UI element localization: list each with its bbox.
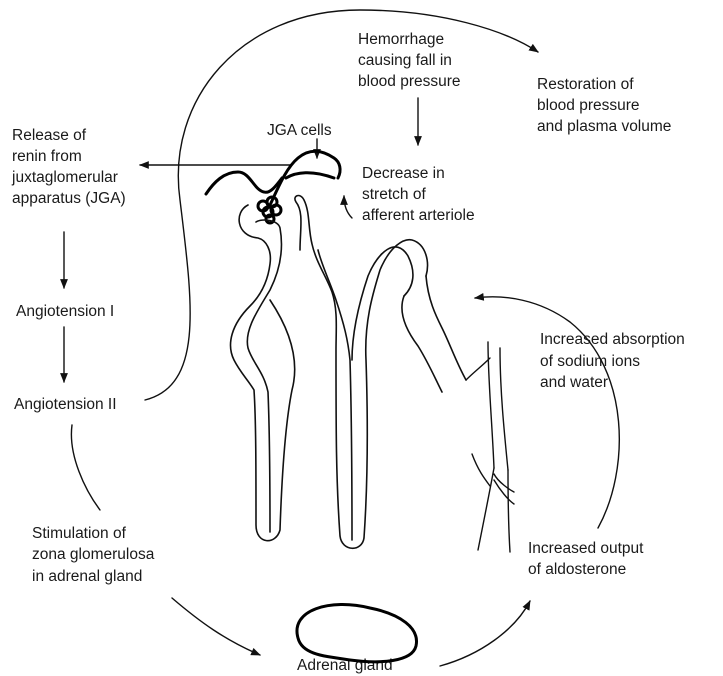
angiotensin-1-label: Angiotension I	[16, 303, 114, 320]
duct-branch-3	[500, 348, 508, 470]
adrenal-to-output-arrow	[440, 601, 530, 666]
big-loop-arrow	[145, 10, 538, 400]
decrease-stretch-arrow	[344, 196, 352, 218]
stimulation-to-adrenal-arrow	[172, 598, 260, 655]
tubule-inner	[247, 220, 281, 532]
decrease-stretch-label: Decrease in stretch of afferent arteriol…	[362, 165, 475, 224]
increased-absorption-label: Increased absorption of sodium ions and …	[540, 331, 689, 391]
duct-branch-6	[508, 470, 510, 552]
glomerulus	[258, 197, 281, 223]
increased-output-label: Increased output of aldosterone	[528, 540, 648, 578]
restoration-label: Restoration of blood pressure and plasma…	[537, 76, 671, 135]
angiotensin-2-label: Angiotension II	[14, 396, 117, 413]
duct-branch-2	[488, 342, 494, 468]
adrenal-gland-shape	[297, 605, 417, 662]
duct-branch-1	[466, 358, 490, 380]
jga-cells-label: JGA cells	[267, 122, 332, 139]
collecting-duct	[402, 276, 466, 392]
jga-vessel-segment	[286, 173, 334, 178]
afferent-arteriole	[206, 172, 282, 194]
release-renin-label: Release of renin from juxtaglomerular ap…	[11, 127, 126, 207]
hemorrhage-label: Hemorrhage causing fall in blood pressur…	[358, 31, 461, 90]
duct-branch-4	[472, 454, 490, 486]
tubule-loop-outer	[295, 196, 428, 549]
duct-branch-8	[494, 480, 514, 504]
angio2-to-stimulation-arrow	[71, 425, 100, 510]
stimulation-label: Stimulation of zona glomerulosa in adren…	[32, 525, 159, 585]
tubule-outer	[231, 205, 295, 541]
duct-branch-7	[494, 474, 514, 492]
